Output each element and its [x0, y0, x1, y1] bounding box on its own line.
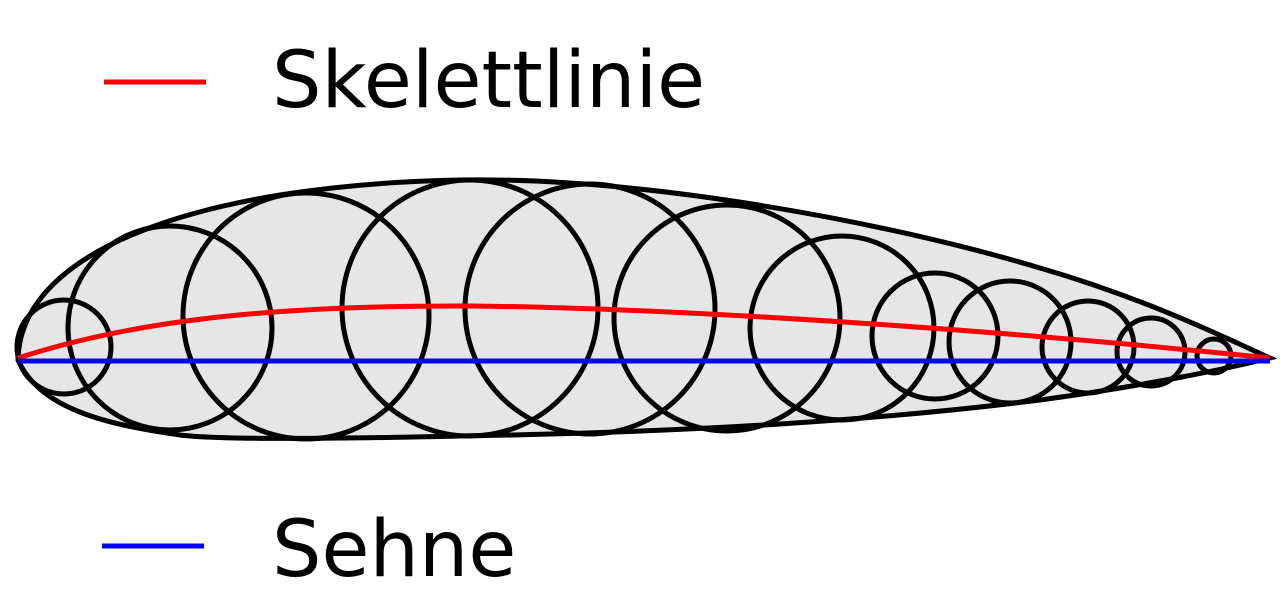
inscribed-circle	[946, 278, 1074, 406]
inscribed-circle	[462, 181, 718, 437]
inscribed-circle	[869, 270, 1001, 402]
legend-label-camber-line: Skelettlinie	[272, 36, 705, 126]
legend-item-camber-line: Skelettlinie	[104, 36, 705, 126]
legend-label-chord-line: Sehne	[272, 505, 516, 595]
inscribed-circle	[65, 223, 275, 433]
inscribed-circle	[14, 297, 114, 397]
legend-item-chord-line: Sehne	[102, 505, 516, 595]
camber-line	[17, 303, 1271, 361]
inscribed-circle	[611, 202, 843, 434]
inscribed-circle	[180, 190, 432, 442]
